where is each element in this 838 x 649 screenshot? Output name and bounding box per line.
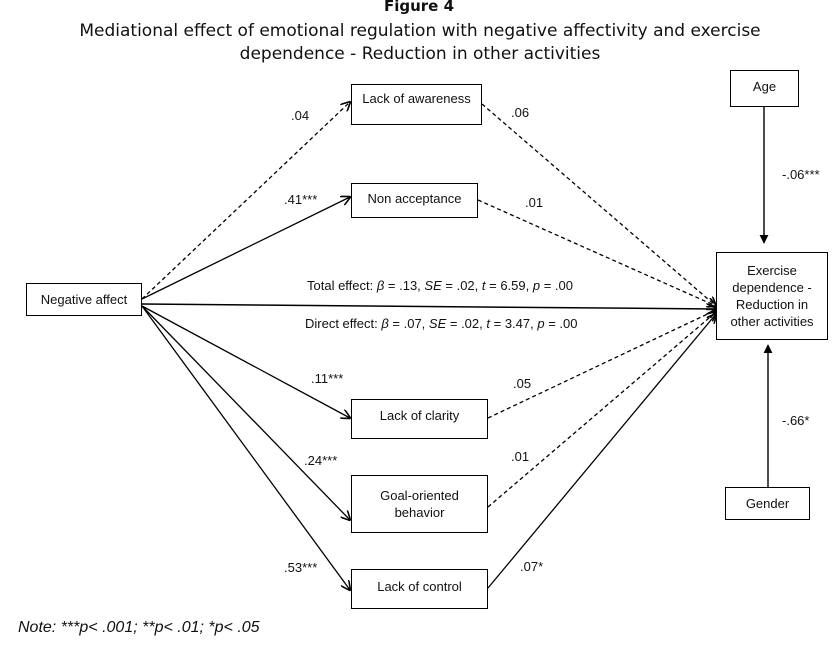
note-label: Note: xyxy=(18,619,57,636)
node-gender-label: Gender xyxy=(745,496,790,511)
title-line-2: dependence - Reduction in other activiti… xyxy=(239,44,601,64)
coef-na-awareness: .04 xyxy=(291,108,310,123)
node-lack-of-awareness: Lack of awareness xyxy=(351,84,482,125)
node-lack-of-control-label: Lack of control xyxy=(377,578,462,594)
arrow-na-goal xyxy=(141,305,350,520)
note-value-3: < .05 xyxy=(223,619,260,636)
arrow-goal-outcome xyxy=(487,312,716,508)
node-lack-of-awareness-label: Lack of awareness xyxy=(362,91,471,106)
arrow-awareness-outcome xyxy=(481,103,716,306)
node-outcome-line-2: dependence - xyxy=(732,280,812,295)
title-line-1: Mediational effect of emotional regulati… xyxy=(79,21,761,41)
coef-clarity-outcome: .05 xyxy=(513,376,532,391)
direct-effect-prefix: Direct effect: xyxy=(305,316,382,331)
note-p-3: p xyxy=(214,619,224,636)
node-negative-affect-label: Negative affect xyxy=(40,292,128,307)
total-effect-se-value: = .02, xyxy=(441,278,482,293)
node-age: Age xyxy=(730,70,799,107)
figure-label: Figure 4 xyxy=(383,0,455,15)
note-value-1: < .001; ** xyxy=(88,619,155,636)
node-goal-oriented-behavior: Goal-oriented behavior xyxy=(351,475,488,533)
direct-effect-p-symbol: p xyxy=(537,316,545,331)
coef-awareness-outcome: .06 xyxy=(511,105,530,120)
note-stars-3: *** xyxy=(56,619,80,636)
coef-control-outcome: .07* xyxy=(520,559,544,574)
total-effect-beta-symbol: β xyxy=(376,278,385,293)
direct-effect-t-value: = 3.47, xyxy=(490,316,538,331)
node-lack-of-clarity-label: Lack of clarity xyxy=(379,407,460,423)
node-outcome-line-1: Exercise xyxy=(747,263,797,278)
direct-effect-se-value: = .02, xyxy=(446,316,487,331)
arrow-na-clarity xyxy=(141,305,350,418)
direct-effect-t-symbol: t xyxy=(486,316,490,331)
node-goal-oriented-line-1: Goal-oriented xyxy=(380,488,459,503)
total-effect-t-value: = 6.59, xyxy=(485,278,533,293)
note-p-2: p xyxy=(154,619,164,636)
direct-effect-p-value: = .00 xyxy=(544,316,578,331)
coef-na-control: .53*** xyxy=(284,560,318,575)
coef-na-clarity: .11*** xyxy=(311,371,344,386)
direct-effect-label: Direct effect: β = .07, SE = .02, t = 3.… xyxy=(305,316,577,331)
arrow-na-outcome xyxy=(141,303,716,309)
arrow-nonacceptance-outcome xyxy=(477,199,716,306)
arrow-na-awareness xyxy=(141,102,350,300)
coef-goal-outcome: .01 xyxy=(511,449,530,464)
note-value-2: < .01; * xyxy=(163,619,215,636)
direct-effect-beta-symbol: β xyxy=(381,316,389,331)
arrow-control-outcome xyxy=(487,314,716,589)
node-non-acceptance: Non acceptance xyxy=(351,183,478,218)
node-lack-of-control: Lack of control xyxy=(351,569,488,609)
coef-gender-outcome: -.66* xyxy=(782,413,810,428)
note-p-1: p xyxy=(79,619,89,636)
direct-effect-se-symbol: SE xyxy=(428,316,447,331)
significance-note: Note: ***p< .001; **p< .01; *p< .05 xyxy=(18,619,260,637)
total-effect-p-symbol: p xyxy=(532,278,541,293)
node-exercise-dependence: Exercise dependence - Reduction in other… xyxy=(716,252,828,340)
node-outcome-line-4: other activities xyxy=(730,314,814,329)
coef-na-goal: .24*** xyxy=(304,453,338,468)
node-gender: Gender xyxy=(725,487,810,520)
node-goal-oriented-label: Goal-oriented behavior xyxy=(380,487,459,521)
total-effect-beta-value: = .13, xyxy=(384,278,425,293)
node-lack-of-clarity: Lack of clarity xyxy=(351,399,488,439)
total-effect-t-symbol: t xyxy=(481,278,486,293)
arrow-na-nonacceptance xyxy=(141,197,350,300)
coef-age-outcome: -.06*** xyxy=(782,167,820,182)
total-effect-prefix: Total effect: xyxy=(307,278,377,293)
total-effect-label: Total effect: β = .13, SE = .02, t = 6.5… xyxy=(307,278,573,293)
node-non-acceptance-label: Non acceptance xyxy=(367,191,462,206)
coef-na-nonacceptance: .41*** xyxy=(284,192,318,207)
arrow-na-control xyxy=(141,305,350,590)
node-outcome-label: Exercise dependence - Reduction in other… xyxy=(730,262,813,330)
node-goal-oriented-line-2: behavior xyxy=(394,505,445,520)
node-outcome-line-3: Reduction in xyxy=(735,297,809,312)
direct-effect-beta-value: = .07, xyxy=(388,316,429,331)
coef-nonacceptance-outcome: .01 xyxy=(525,195,544,210)
total-effect-se-symbol: SE xyxy=(424,278,442,293)
total-effect-p-value: = .00 xyxy=(540,278,573,293)
node-age-label: Age xyxy=(752,79,777,94)
figure-title: Mediational effect of emotional regulati… xyxy=(40,20,800,66)
arrow-clarity-outcome xyxy=(487,310,716,419)
node-negative-affect: Negative affect xyxy=(26,283,142,316)
